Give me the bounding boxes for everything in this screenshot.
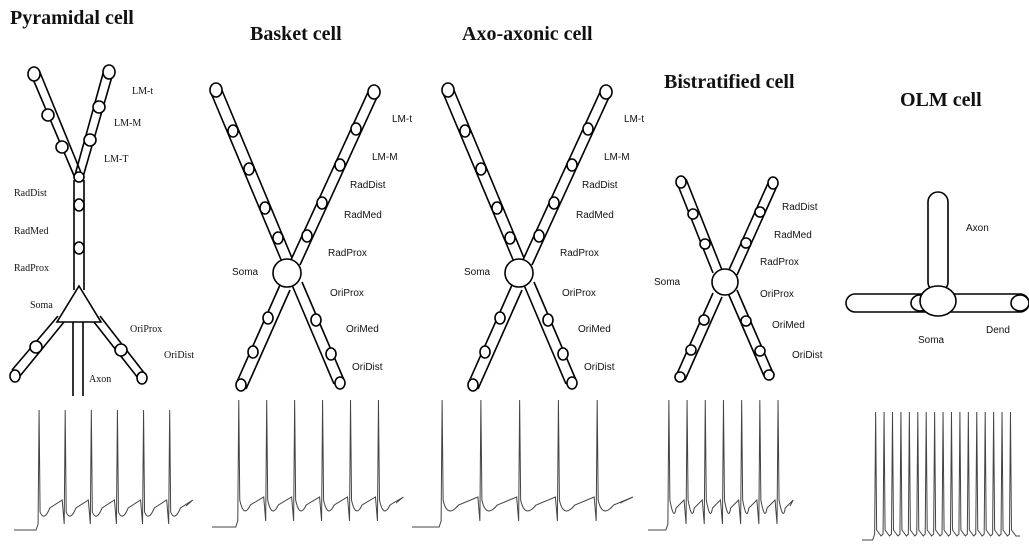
pyr-label-radmed: RadMed bbox=[14, 226, 48, 237]
bis-label-radmed: RadMed bbox=[774, 230, 812, 241]
axo-label-lm-m: LM-M bbox=[604, 152, 630, 163]
pyr-label-radprox: RadProx bbox=[14, 263, 49, 274]
basket-morphology bbox=[210, 83, 380, 391]
axo-label-oridist: OriDist bbox=[584, 362, 615, 373]
title-bistratified-cell: Bistratified cell bbox=[664, 71, 795, 93]
basket-label-radmed: RadMed bbox=[344, 210, 382, 221]
pyr-label-soma: Soma bbox=[30, 300, 53, 311]
basket-label-soma: Soma bbox=[232, 267, 259, 278]
basket-label-oridist: OriDist bbox=[352, 362, 383, 373]
pyr-label-lm-t-lower: LM-T bbox=[104, 154, 128, 165]
axo-label-radmed: RadMed bbox=[576, 210, 614, 221]
bis-label-orimed: OriMed bbox=[772, 320, 805, 331]
olm-voltage-trace bbox=[862, 412, 1020, 540]
bis-label-oriprox: OriProx bbox=[760, 289, 794, 300]
pyr-label-axon: Axon bbox=[89, 374, 111, 385]
axo-label-oriprox: OriProx bbox=[562, 288, 596, 299]
axo-axonic-morphology bbox=[442, 83, 612, 391]
olm-label-soma: Soma bbox=[918, 335, 945, 346]
pyr-label-lm-m: LM-M bbox=[114, 118, 141, 129]
axo-label-raddist: RadDist bbox=[582, 180, 618, 191]
bistratified-voltage-trace bbox=[648, 400, 793, 530]
title-basket-cell: Basket cell bbox=[250, 23, 342, 45]
axoaxonic-voltage-trace bbox=[412, 400, 633, 527]
axo-label-orimed: OriMed bbox=[578, 324, 611, 335]
pyr-label-raddist: RadDist bbox=[14, 188, 47, 199]
pyr-label-lm-t-upper: LM-t bbox=[132, 86, 153, 97]
pyr-label-oridist: OriDist bbox=[164, 350, 194, 361]
title-pyramidal-cell: Pyramidal cell bbox=[10, 7, 134, 29]
pyramidal-voltage-trace bbox=[14, 410, 193, 530]
olm-label-axon: Axon bbox=[966, 223, 989, 234]
basket-label-radprox: RadProx bbox=[328, 248, 367, 259]
basket-label-oriprox: OriProx bbox=[330, 288, 364, 299]
pyr-label-oriprox: OriProx bbox=[130, 324, 162, 335]
basket-label-lm-m: LM-M bbox=[372, 152, 398, 163]
basket-label-raddist: RadDist bbox=[350, 180, 386, 191]
title-axo-axonic-cell: Axo-axonic cell bbox=[462, 23, 593, 45]
bis-label-raddist: RadDist bbox=[782, 202, 818, 213]
olm-morphology bbox=[846, 192, 1029, 316]
title-olm-cell: OLM cell bbox=[900, 89, 982, 111]
basket-label-orimed: OriMed bbox=[346, 324, 379, 335]
axo-label-soma: Soma bbox=[464, 267, 491, 278]
axo-label-radprox: RadProx bbox=[560, 248, 599, 259]
olm-label-dend: Dend bbox=[986, 325, 1010, 336]
bis-label-soma: Soma bbox=[654, 277, 681, 288]
bistratified-morphology bbox=[675, 176, 778, 382]
voltage-traces bbox=[14, 400, 1020, 540]
bis-label-oridist: OriDist bbox=[792, 350, 823, 361]
basket-voltage-trace bbox=[212, 400, 403, 527]
bis-label-radprox: RadProx bbox=[760, 257, 799, 268]
basket-label-lm-t: LM-t bbox=[392, 114, 412, 125]
axo-label-lm-t: LM-t bbox=[624, 114, 644, 125]
